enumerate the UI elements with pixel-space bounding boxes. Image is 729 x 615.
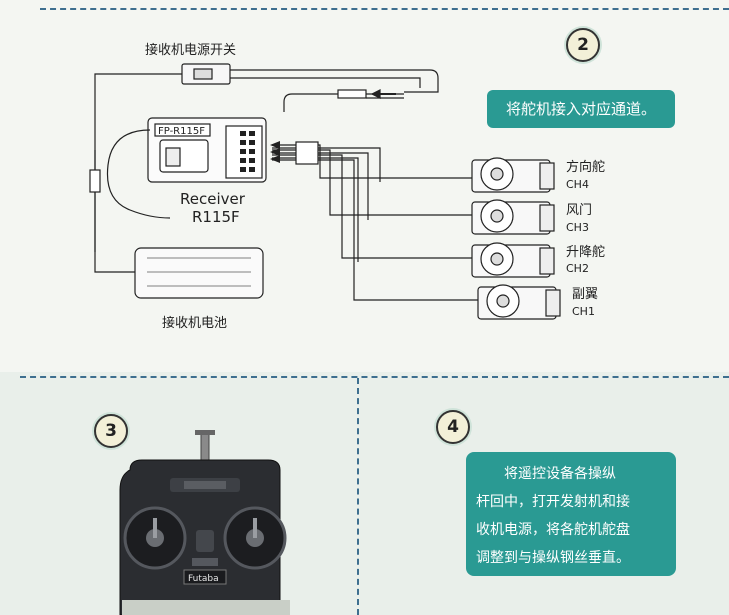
step3-number: 3 [94, 414, 128, 448]
servo-ch4-channel: CH4 [566, 178, 589, 191]
step2-number: 2 [566, 28, 600, 62]
servo-ch4 [471, 157, 555, 193]
step4-instruction: 将遥控设备各操纵 杆回中，打开发射机和接 收机电源，将各舵机舵盘 调整到与操纵钢… [466, 452, 676, 576]
servo-ch3-channel: CH3 [566, 221, 589, 234]
servo-ch2-name: 升降舵 [566, 245, 605, 260]
servo-ch1 [477, 284, 561, 320]
step2-panel [0, 0, 729, 372]
wiring-diagram: FP-R115F Receiver R115F 方向舵 CH4 风门 CH3 升… [89, 63, 605, 320]
servo-ch2 [471, 242, 555, 278]
step4-number: 4 [436, 410, 470, 444]
step4-line-1: 将遥控设备各操纵 [504, 466, 616, 482]
servo-ch3 [471, 199, 555, 235]
servo-ch1-name: 副翼 [572, 287, 598, 302]
top-divider [40, 8, 729, 10]
servo-ch2-channel: CH2 [566, 262, 589, 275]
receiver-title: Receiver [180, 190, 246, 208]
transmitter-illustration: Futaba [119, 430, 290, 615]
step4-line-3: 收机电源，将各舵机舵盘 [476, 522, 630, 538]
power-switch-slider [193, 68, 213, 80]
transmitter-brand: Futaba [188, 574, 219, 584]
step4-line-4: 调整到与操纵钢丝垂直。 [476, 550, 630, 566]
receiver-model-tag: FP-R115F [158, 126, 205, 137]
servo-ch1-channel: CH1 [572, 305, 595, 318]
battery-label: 接收机电池 [162, 316, 228, 331]
servo-ch4-name: 方向舵 [566, 159, 605, 175]
receiver-model: R115F [192, 208, 240, 226]
power-switch-label: 接收机电源开关 [145, 43, 237, 58]
step2-instruction: 将舵机接入对应通道。 [487, 90, 675, 128]
servo-ch3-name: 风门 [566, 203, 592, 218]
step4-line-2: 杆回中，打开发射机和接 [476, 494, 630, 510]
receiver-battery [134, 247, 264, 299]
middle-divider [20, 376, 729, 378]
vertical-divider [357, 378, 359, 615]
